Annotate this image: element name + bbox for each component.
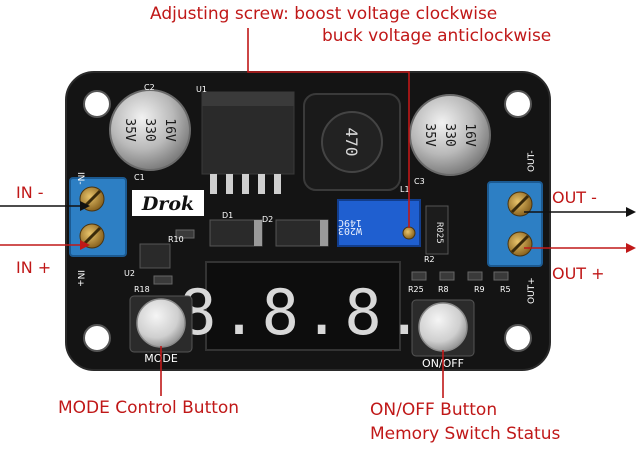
label-c2: C2 <box>144 83 155 92</box>
sense-resistor: R025 <box>425 205 449 255</box>
onoff-button-caption-line-1: ON/OFF Button <box>370 400 498 420</box>
silk-in-minus: IN- <box>75 172 85 185</box>
seven-segment-display: 8.8.8. <box>179 261 427 351</box>
label-r9: R9 <box>474 285 485 294</box>
silk-out-plus: OUT+ <box>527 277 537 304</box>
resistor-marking: R025 <box>434 222 444 244</box>
output-arrows <box>524 207 636 253</box>
inductor-marking: 470 <box>342 128 361 157</box>
smd-r18 <box>153 275 173 285</box>
smd-r25 <box>411 271 427 281</box>
smd-r8 <box>439 271 455 281</box>
label-u2: U2 <box>124 269 135 278</box>
trim-potentiometer[interactable]: 149C W203 <box>337 199 421 247</box>
output-terminal-block <box>487 181 543 267</box>
capacitor-right-line-3: 35V <box>422 123 437 147</box>
capacitor-right-line-1: 16V <box>462 123 477 147</box>
in-minus-label: IN - <box>16 183 44 202</box>
label-r2: R2 <box>424 255 435 264</box>
input-arrows <box>0 201 90 250</box>
label-d2: D2 <box>262 215 273 224</box>
diode-d2 <box>275 219 329 247</box>
capacitor-right: 16V 330 35V <box>409 94 491 176</box>
adjusting-screw-caption-line-2: buck voltage anticlockwise <box>322 26 552 46</box>
label-l1: L1 <box>400 185 410 194</box>
adjusting-screw-caption-line-1: Adjusting screw: boost voltage clockwise <box>150 4 498 24</box>
mode-button[interactable] <box>129 295 193 353</box>
pot-marking-2: W203 <box>338 225 362 236</box>
silk-in-plus: IN+ <box>75 270 85 287</box>
brand-logo-text: Drok <box>141 193 194 215</box>
callout-lines <box>160 28 444 398</box>
smd-r5 <box>493 271 509 281</box>
smd-r9 <box>467 271 483 281</box>
display-digits: 8.8.8. <box>179 276 427 349</box>
label-r18: R18 <box>134 285 150 294</box>
mode-button-caption: MODE Control Button <box>58 398 240 418</box>
onoff-button-caption-line-2: Memory Switch Status <box>370 424 561 444</box>
capacitor-left: 16V 330 35V <box>109 89 191 171</box>
onoff-button[interactable] <box>411 299 475 357</box>
smd-u2 <box>139 243 171 269</box>
label-c3: C3 <box>414 177 425 186</box>
brand-logo: Drok <box>132 190 204 216</box>
label-r5: R5 <box>500 285 511 294</box>
capacitor-left-line-2: 330 <box>142 118 157 141</box>
adjusting-screw[interactable] <box>402 226 416 240</box>
mounting-hole-top-left <box>83 90 111 118</box>
capacitor-left-line-3: 35V <box>122 118 137 142</box>
label-r25: R25 <box>408 285 424 294</box>
smd-r10 <box>175 229 195 239</box>
label-r8: R8 <box>438 285 449 294</box>
diode-d1 <box>209 219 263 247</box>
in-plus-label: IN + <box>16 258 52 277</box>
label-r10: R10 <box>168 235 184 244</box>
out-minus-label: OUT - <box>552 188 597 207</box>
capacitor-right-line-2: 330 <box>442 123 457 146</box>
mounting-hole-bottom-right <box>504 324 532 352</box>
regulator-ic <box>201 91 295 194</box>
adjust-callout-line <box>247 28 410 228</box>
inductor: 470 <box>303 93 401 191</box>
label-d1: D1 <box>222 211 233 220</box>
input-terminal-block <box>69 177 127 257</box>
label-c1: C1 <box>134 173 145 182</box>
capacitor-left-line-1: 16V <box>162 118 177 142</box>
out-plus-label: OUT + <box>552 264 605 283</box>
mounting-hole-bottom-left <box>83 324 111 352</box>
label-u1: U1 <box>196 85 207 94</box>
silk-out-minus: OUT- <box>527 150 537 172</box>
pot-marking-1: 149C <box>338 217 362 228</box>
mounting-hole-top-right <box>504 90 532 118</box>
